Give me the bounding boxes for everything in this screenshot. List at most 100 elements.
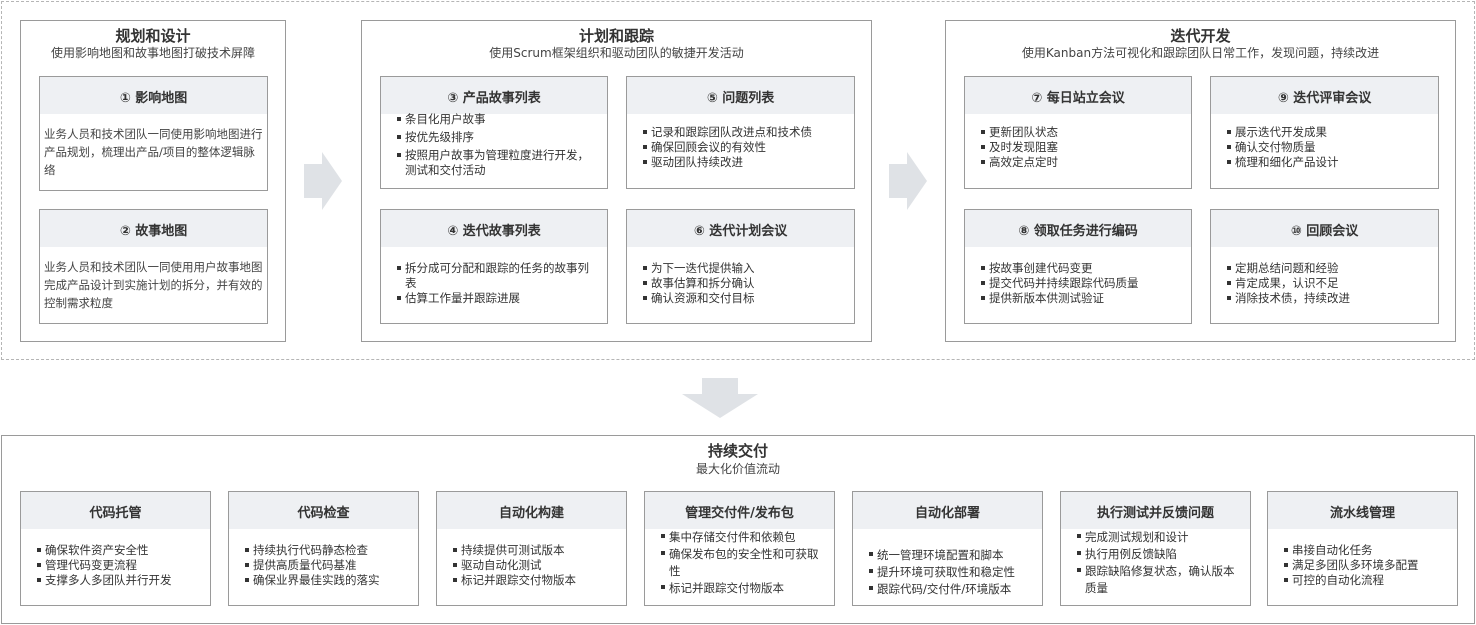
list-item: 故事估算和拆分确认 <box>643 276 846 291</box>
card-title: ⑤ 问题列表 <box>706 91 775 106</box>
card-header <box>21 492 210 529</box>
card-sprint-backlog: ④ 迭代故事列表 拆分成可分配和跟踪的任务的故事列表 估算工作量并跟踪进展 <box>380 209 608 324</box>
bullet-list: 记录和跟踪团队改进点和技术债 确保回顾会议的有效性 驱动团队持续改进 <box>643 125 846 170</box>
list-item: 跟踪缺陷修复状态，确认版本质量 <box>1077 563 1242 597</box>
card-header <box>437 492 626 529</box>
list-item: 支撑多人多团队并行开发 <box>37 573 202 588</box>
card-title: ② 故事地图 <box>119 224 188 239</box>
card-header <box>229 492 418 529</box>
section-title: 规划和设计 <box>115 27 191 45</box>
card-pipeline-management: 流水线管理 串接自动化任务 满足多团队多环境多配置 可控的自动化流程 <box>1267 491 1458 606</box>
card-header <box>645 492 834 529</box>
card-header <box>381 210 607 247</box>
list-item: 驱动自动化测试 <box>453 558 618 573</box>
list-item: 条目化用户故事 <box>397 112 599 127</box>
card-artifact-management: 管理交付件/发布包 集中存储交付件和依赖包 确保发布包的安全性和可获取性 标记并… <box>644 491 835 606</box>
arrow-right-2 <box>887 152 929 210</box>
list-item: 定期总结问题和经验 <box>1227 261 1430 276</box>
card-title: ⑧ 领取任务进行编码 <box>1018 224 1138 239</box>
section-iteration-dev: 迭代开发 使用Kanban方法可视化和跟踪团队日常工作，发现问题，持续改进 ⑦ … <box>945 20 1456 342</box>
card-title: 代码托管 <box>89 506 142 521</box>
bullet-list: 持续提供可测试版本 驱动自动化测试 标记并跟踪交付物版本 <box>453 543 618 588</box>
list-item: 标记并跟踪交付物版本 <box>453 573 618 588</box>
arrow-right-1 <box>302 152 344 210</box>
list-item: 持续执行代码静态检查 <box>245 543 410 558</box>
list-item: 确保业界最佳实践的落实 <box>245 573 410 588</box>
list-item: 消除技术债，持续改进 <box>1227 291 1430 306</box>
list-item: 提供高质量代码基准 <box>245 558 410 573</box>
card-daily-standup: ⑦ 每日站立会议 更新团队状态 及时发现阻塞 高效定点定时 <box>964 76 1192 189</box>
card-header <box>627 210 854 247</box>
card-task-coding: ⑧ 领取任务进行编码 按故事创建代码变更 提交代码并持续跟踪代码质量 提供新版本… <box>964 209 1192 324</box>
card-title: 执行测试并反馈问题 <box>1096 506 1214 521</box>
list-item: 拆分成可分配和跟踪的任务的故事列表 <box>397 261 599 291</box>
section-planning-design: 规划和设计 使用影响地图和故事地图打破技术屏障 ① 影响地图 业务人员和技术团队… <box>20 20 286 342</box>
list-item: 及时发现阻塞 <box>981 140 1183 155</box>
list-item: 更新团队状态 <box>981 125 1183 140</box>
card-title: 自动化部署 <box>914 506 980 521</box>
list-item: 展示迭代开发成果 <box>1227 125 1430 140</box>
card-header <box>40 77 267 114</box>
list-item: 可控的自动化流程 <box>1284 573 1449 588</box>
list-item: 执行用例反馈缺陷 <box>1077 546 1242 563</box>
list-item: 为下一迭代提供输入 <box>643 261 846 276</box>
card-header <box>40 210 267 247</box>
card-header <box>853 492 1042 529</box>
card-header <box>1061 492 1250 529</box>
list-item: 提供新版本供测试验证 <box>981 291 1183 306</box>
list-item: 肯定成果，认识不足 <box>1227 276 1430 291</box>
list-item: 估算工作量并跟踪进展 <box>397 291 599 306</box>
bullet-list: 持续执行代码静态检查 提供高质量代码基准 确保业界最佳实践的落实 <box>245 543 410 588</box>
bullet-list: 为下一迭代提供输入 故事估算和拆分确认 确认资源和交付目标 <box>643 261 846 306</box>
bullet-list: 展示迭代开发成果 确认交付物质量 梳理和细化产品设计 <box>1227 125 1430 170</box>
list-item: 驱动团队持续改进 <box>643 155 846 170</box>
card-title: ③ 产品故事列表 <box>447 91 541 106</box>
bullet-list: 集中存储交付件和依赖包 确保发布包的安全性和可获取性 标记并跟踪交付物版本 <box>661 529 826 597</box>
section-title: 持续交付 <box>707 442 768 460</box>
card-title: 管理交付件/发布包 <box>685 506 794 521</box>
list-item: 确认资源和交付目标 <box>643 291 846 306</box>
card-header <box>627 77 854 114</box>
card-title: ① 影响地图 <box>119 91 188 106</box>
section-subtitle: 使用影响地图和故事地图打破技术屏障 <box>50 46 255 60</box>
card-title: ⑦ 每日站立会议 <box>1031 91 1125 106</box>
list-item: 跟踪代码/交付件/环境版本 <box>869 581 1034 598</box>
section-plan-track: 计划和跟踪 使用Scrum框架组织和驱动团队的敏捷开发活动 ③ 产品故事列表 条… <box>361 20 872 342</box>
card-auto-build: 自动化构建 持续提供可测试版本 驱动自动化测试 标记并跟踪交付物版本 <box>436 491 627 606</box>
list-item: 串接自动化任务 <box>1284 543 1449 558</box>
bullet-list: 统一管理环境配置和脚本 提升环境可获取性和稳定性 跟踪代码/交付件/环境版本 <box>869 547 1034 598</box>
bullet-list: 条目化用户故事 按优先级排序 按照用户故事为管理粒度进行开发，测试和交付活动 <box>397 112 599 178</box>
list-item: 确保回顾会议的有效性 <box>643 140 846 155</box>
section-title: 计划和跟踪 <box>578 27 654 45</box>
section-continuous-delivery: 持续交付 最大化价值流动 代码托管 确保软件资产安全性 管理代码变更流程 支撑多… <box>1 435 1475 624</box>
list-item: 管理代码变更流程 <box>37 558 202 573</box>
list-item: 确保发布包的安全性和可获取性 <box>661 546 826 580</box>
dashed-frame <box>1 1 1475 360</box>
card-header <box>965 210 1191 247</box>
list-item: 按优先级排序 <box>397 130 599 145</box>
card-description: 业务人员和技术团队一同使用影响地图进行产品规划，梳理出产品/项目的整体逻辑脉络 <box>44 127 263 177</box>
section-subtitle: 最大化价值流动 <box>695 462 780 476</box>
list-item: 提升环境可获取性和稳定性 <box>869 564 1034 581</box>
bullet-list: 按故事创建代码变更 提交代码并持续跟踪代码质量 提供新版本供测试验证 <box>981 261 1183 306</box>
card-code-hosting: 代码托管 确保软件资产安全性 管理代码变更流程 支撑多人多团队并行开发 <box>20 491 211 606</box>
card-title: 流水线管理 <box>1329 506 1395 521</box>
list-item: 集中存储交付件和依赖包 <box>661 529 826 546</box>
list-item: 统一管理环境配置和脚本 <box>869 547 1034 564</box>
card-title: ⑥ 迭代计划会议 <box>693 224 788 239</box>
list-item: 完成测试规划和设计 <box>1077 529 1242 546</box>
bullet-list: 确保软件资产安全性 管理代码变更流程 支撑多人多团队并行开发 <box>37 543 202 588</box>
card-retrospective: ⑩ 回顾会议 定期总结问题和经验 肯定成果，认识不足 消除技术债，持续改进 <box>1210 209 1439 324</box>
bullet-list: 完成测试规划和设计 执行用例反馈缺陷 跟踪缺陷修复状态，确认版本质量 <box>1077 529 1242 597</box>
card-title: ⑨ 迭代评审会议 <box>1277 91 1372 106</box>
bullet-list: 串接自动化任务 满足多团队多环境多配置 可控的自动化流程 <box>1284 543 1449 588</box>
card-title: ⑩ 回顾会议 <box>1290 224 1359 239</box>
card-header <box>1268 492 1457 529</box>
card-auto-deploy: 自动化部署 统一管理环境配置和脚本 提升环境可获取性和稳定性 跟踪代码/交付件/… <box>852 491 1043 606</box>
list-item: 持续提供可测试版本 <box>453 543 618 558</box>
card-sprint-planning: ⑥ 迭代计划会议 为下一迭代提供输入 故事估算和拆分确认 确认资源和交付目标 <box>626 209 855 324</box>
bullet-list: 定期总结问题和经验 肯定成果，认识不足 消除技术债，持续改进 <box>1227 261 1430 306</box>
card-header <box>965 77 1191 114</box>
section-subtitle: 使用Kanban方法可视化和跟踪团队日常工作，发现问题，持续改进 <box>1021 46 1380 60</box>
bullet-list: 拆分成可分配和跟踪的任务的故事列表 估算工作量并跟踪进展 <box>397 261 599 306</box>
